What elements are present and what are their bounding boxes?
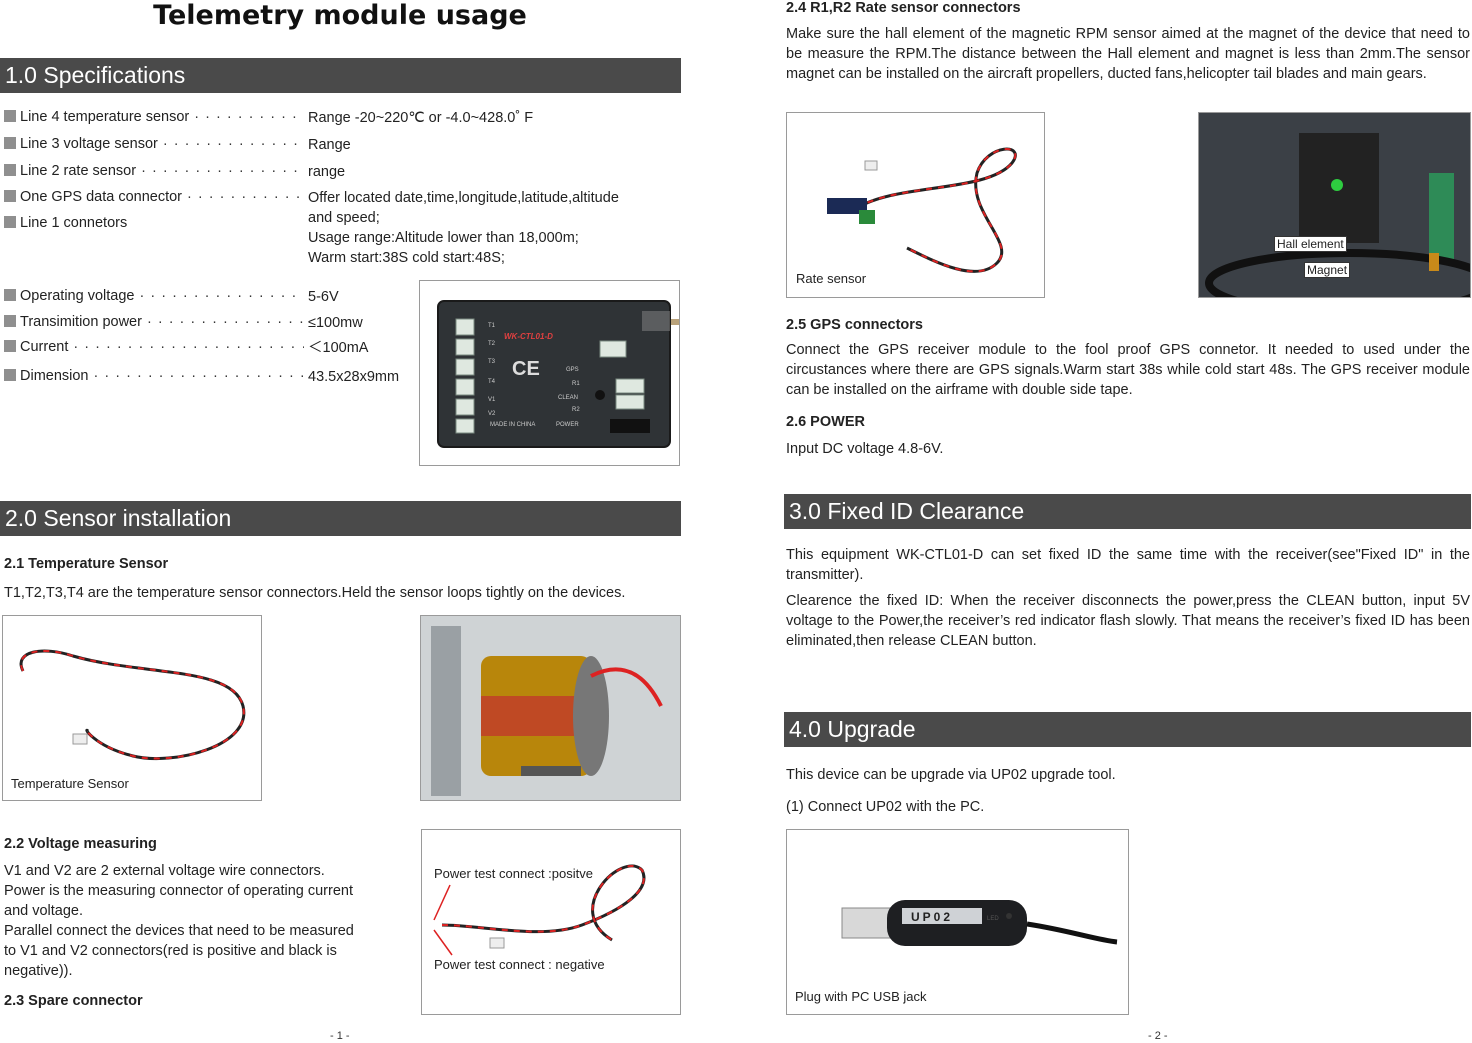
usb-label: UP02 — [911, 910, 953, 924]
caption-rate-sensor: Rate sensor — [796, 271, 867, 286]
device-label-t4: T4 — [488, 379, 496, 385]
rate-sensor-illustration — [827, 147, 1017, 273]
device-label-t3: T3 — [488, 359, 496, 365]
section-header-specifications: 1.0 Specifications — [0, 58, 681, 93]
paragraph-upgrade-1: This device can be upgrade via UP02 upgr… — [786, 767, 1116, 783]
rate-sensor-photo: Rate sensor — [786, 112, 1045, 298]
section-header-upgrade: 4.0 Upgrade — [784, 712, 1471, 747]
spec-value-line3: Range — [308, 137, 351, 153]
usb-led-label: LED — [987, 916, 999, 922]
helicopter-illustration — [1199, 113, 1470, 297]
label-hall-element: Hall element — [1274, 236, 1347, 252]
paragraph-upgrade-2: (1) Connect UP02 with the PC. — [786, 799, 985, 815]
heading-temperature-sensor: 2.1 Temperature Sensor — [4, 556, 169, 572]
spec-label-current: Current · · · · · · · · · · · · · · · · … — [4, 336, 304, 358]
paragraph-power: Input DC voltage 4.8-6V. — [786, 441, 944, 457]
spec-value-gps: Offer located date,time,longitude,latitu… — [308, 190, 619, 266]
spec-label-line1: Line 1 connetors — [4, 212, 304, 234]
spec-label-line3: Line 3 voltage sensor · · · · · · · · · … — [4, 133, 304, 155]
label-magnet: Magnet — [1304, 262, 1351, 278]
device-label-r1: R1 — [572, 381, 580, 387]
voltage-wire-photo: Power test connect :positve Power test c… — [421, 829, 681, 1015]
spec-value-line2: range — [308, 164, 346, 180]
device-illustration: T1 T2 T3 T4 V1 V2 GPS R1 CLEAN R2 POWER … — [437, 300, 679, 448]
device-label-clean: CLEAN — [558, 395, 578, 401]
spec-value-line4: Range -20~220℃ or -4.0~428.0˚ F — [308, 110, 534, 126]
heading-spare-connector: 2.3 Spare connector — [4, 993, 143, 1009]
spec-label-line4: Line 4 temperature sensor · · · · · · · … — [4, 106, 304, 128]
caption-power-positive: Power test connect :positve — [434, 866, 593, 881]
spec-label-dimension: Dimension · · · · · · · · · · · · · · · … — [4, 365, 304, 387]
caption-power-negative: Power test connect : negative — [434, 957, 605, 972]
heading-gps-connectors: 2.5 GPS connectors — [786, 317, 923, 333]
helicopter-photo: Hall element Magnet — [1198, 112, 1471, 298]
spec-value-power: ≤100mw — [308, 315, 363, 331]
page-number-1: - 1 - — [330, 1030, 350, 1042]
caption-usb-tool: Plug with PC USB jack — [795, 989, 927, 1004]
paragraph-fixed-id-2: Clearence the fixed ID: When the receive… — [786, 593, 1470, 649]
caption-temperature-sensor: Temperature Sensor — [11, 776, 129, 791]
heading-power: 2.6 POWER — [786, 414, 865, 430]
device-logo: WK-CTL01-D — [504, 332, 553, 341]
paragraph-voltage-measuring: V1 and V2 are 2 external voltage wire co… — [4, 863, 354, 979]
temperature-wire-illustration — [19, 649, 246, 761]
usb-tool-illustration: UP02 LED — [841, 900, 1118, 946]
paragraph-rate-sensor: Make sure the hall element of the magnet… — [786, 26, 1470, 82]
section-header-sensor-installation: 2.0 Sensor installation — [0, 501, 681, 536]
heading-rate-sensor: 2.4 R1,R2 Rate sensor connectors — [786, 0, 1021, 16]
device-label-v2: V2 — [488, 411, 496, 417]
device-label-t2: T2 — [488, 341, 496, 347]
spec-label-voltage: Operating voltage · · · · · · · · · · · … — [4, 285, 304, 307]
motor-photo — [420, 615, 681, 801]
spec-label-line2: Line 2 rate sensor · · · · · · · · · · ·… — [4, 160, 304, 182]
device-label-r2: R2 — [572, 407, 580, 413]
spec-value-dimension: 43.5x28x9mm — [308, 369, 400, 385]
voltage-wire-illustration — [433, 864, 646, 956]
device-label-power: POWER — [556, 422, 579, 428]
device-label-made: MADE IN CHINA — [490, 422, 535, 428]
spec-value-current: ＜100mA — [308, 340, 369, 356]
paragraph-temperature-sensor: T1,T2,T3,T4 are the temperature sensor c… — [4, 585, 626, 601]
device-photo: T1 T2 T3 T4 V1 V2 GPS R1 CLEAN R2 POWER … — [419, 280, 680, 466]
section-header-fixed-id: 3.0 Fixed ID Clearance — [784, 494, 1471, 529]
page-number-2: - 2 - — [1148, 1030, 1168, 1042]
temperature-sensor-photo: Temperature Sensor — [2, 615, 262, 801]
device-label-v1: V1 — [488, 397, 496, 403]
paragraph-fixed-id-1: This equipment WK-CTL01-D can set fixed … — [786, 547, 1470, 583]
spec-value-voltage: 5-6V — [308, 289, 339, 305]
usb-tool-photo: UP02 LED Plug with PC USB jack — [786, 829, 1129, 1015]
paragraph-gps-connectors: Connect the GPS receiver module to the f… — [786, 342, 1470, 398]
spec-label-power: Transimition power · · · · · · · · · · ·… — [4, 311, 304, 333]
device-ce-mark: CE — [512, 358, 540, 380]
page-title: Telemetry module usage — [153, 0, 527, 31]
spec-label-gps: One GPS data connector · · · · · · · · ·… — [4, 186, 304, 208]
heading-voltage-measuring: 2.2 Voltage measuring — [4, 836, 157, 852]
device-label-t1: T1 — [488, 323, 496, 329]
device-label-gps: GPS — [566, 367, 579, 373]
motor-illustration — [421, 616, 680, 800]
